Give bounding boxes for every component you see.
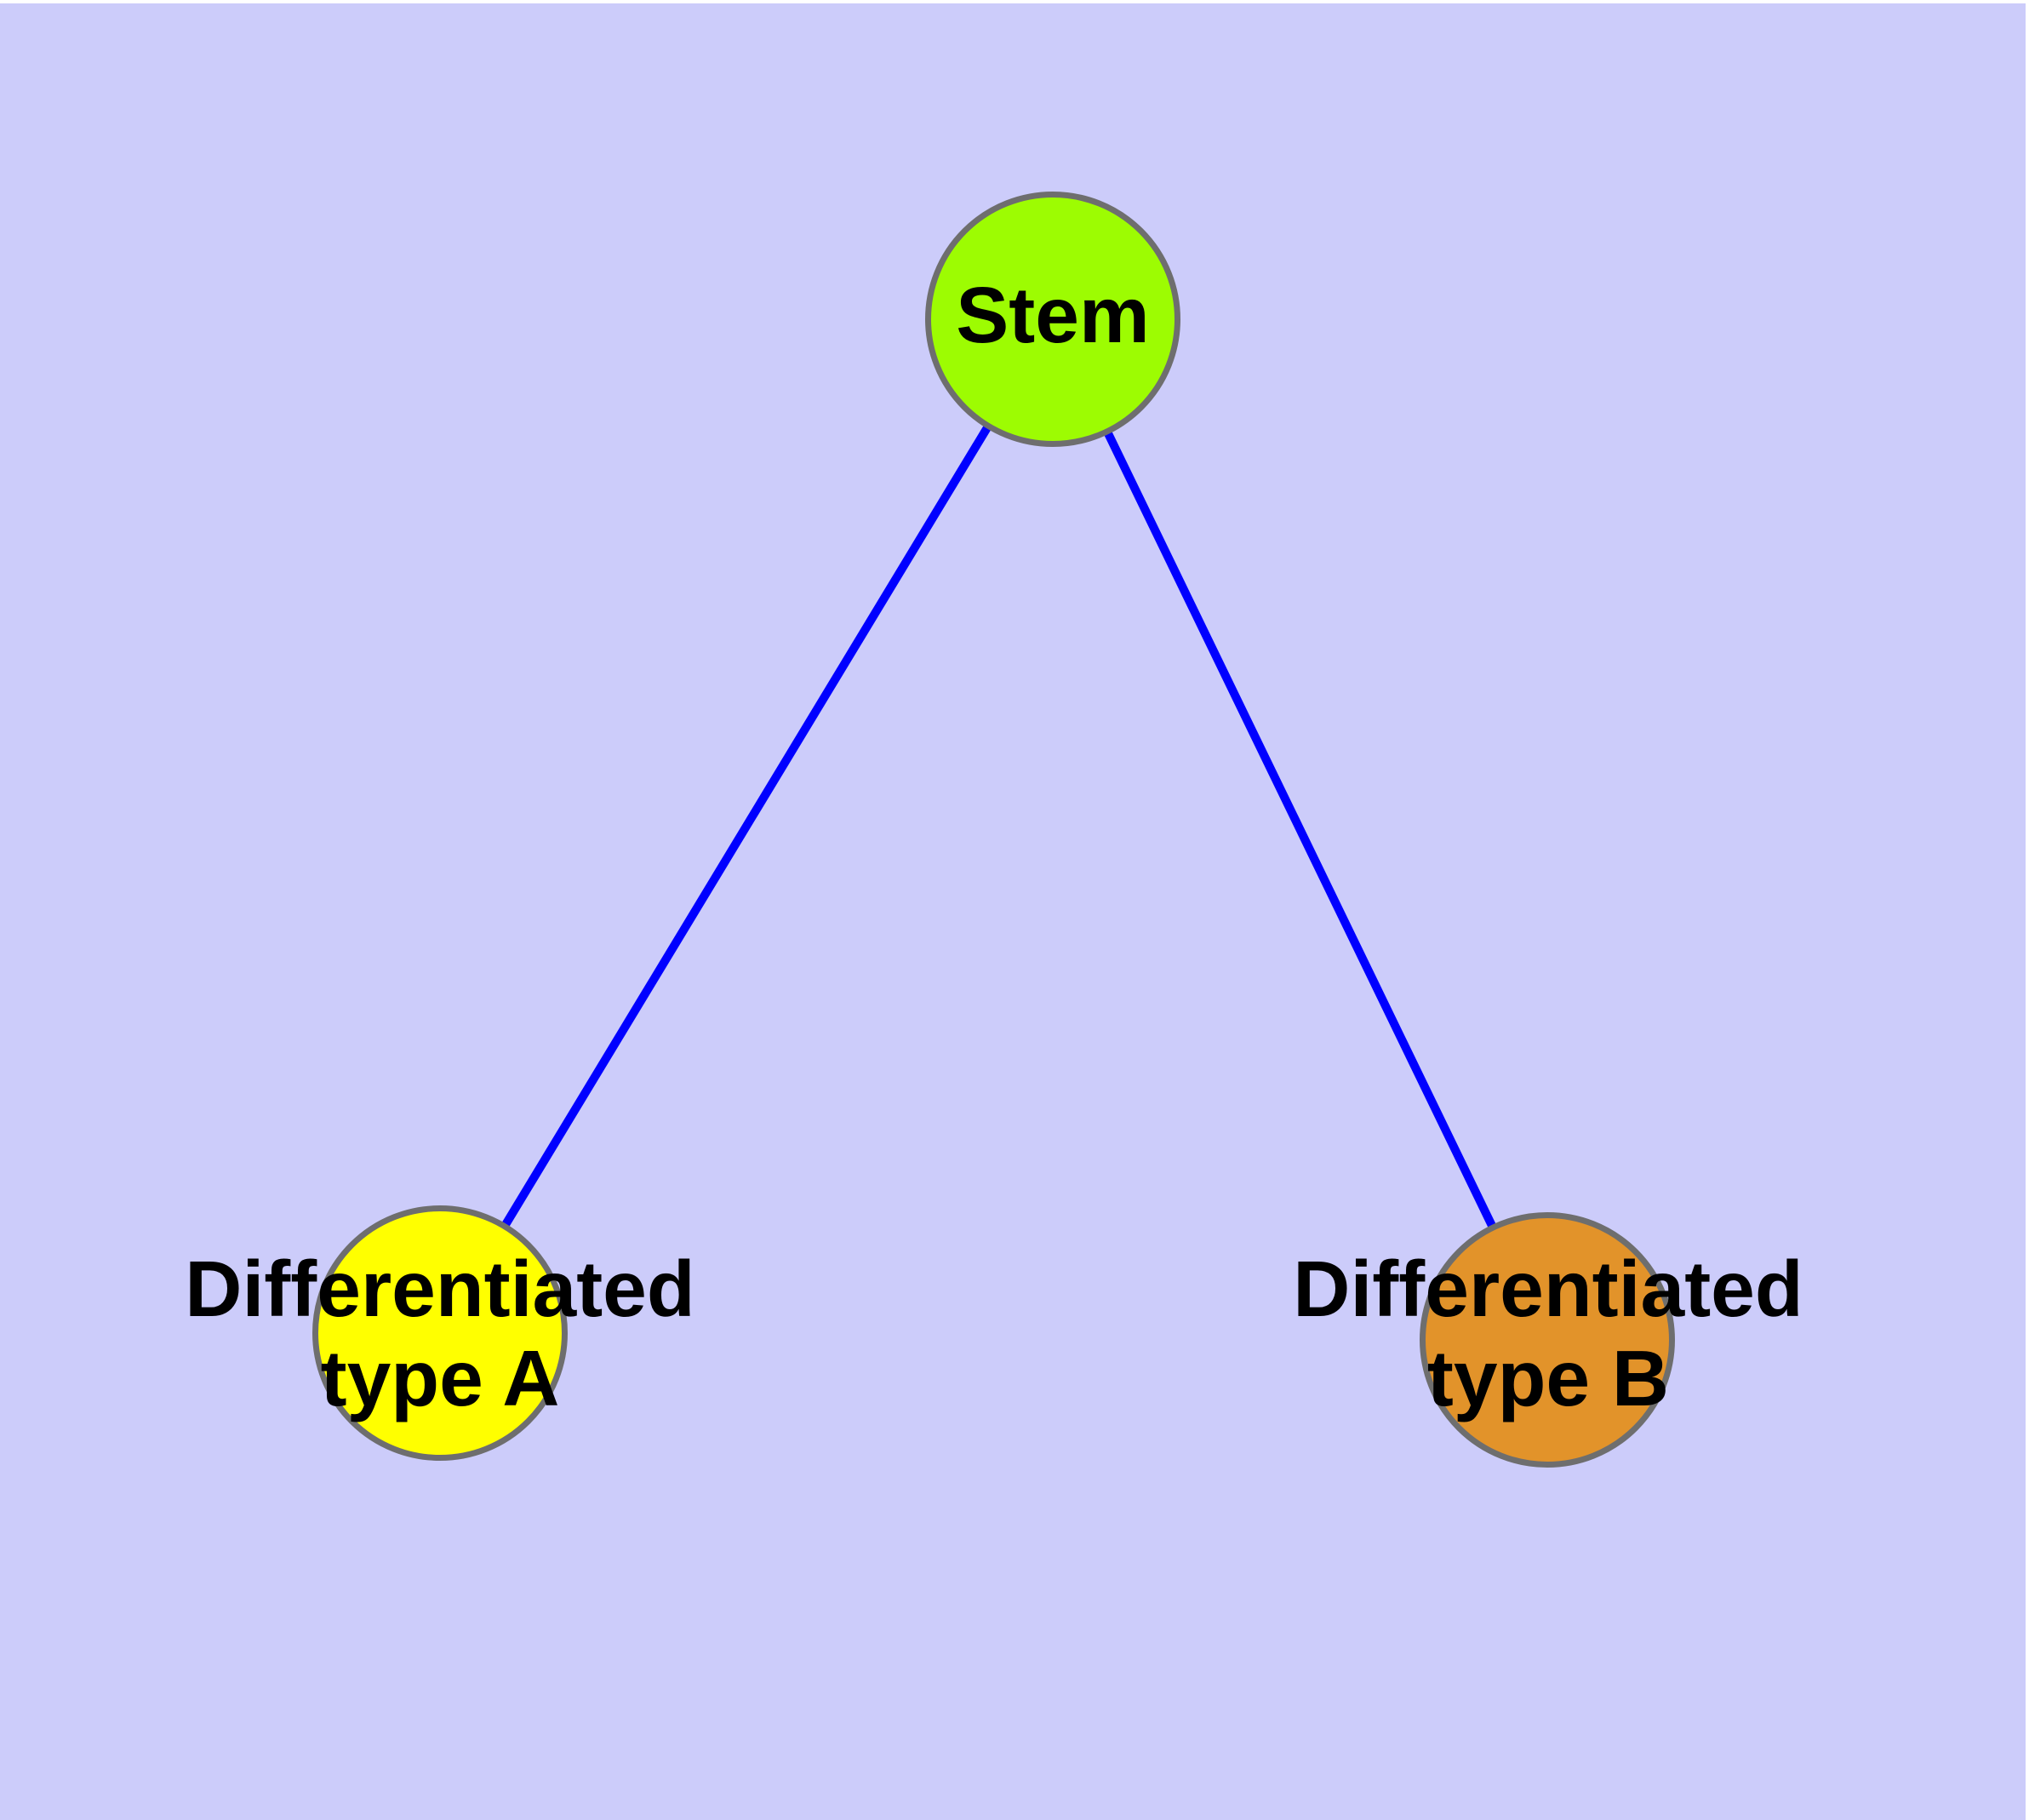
node-diff-b-circle[interactable] bbox=[1420, 1212, 1675, 1468]
edge-stem-to-diff-a[interactable] bbox=[436, 317, 1057, 1336]
node-stem-circle[interactable] bbox=[925, 192, 1180, 447]
edge-group bbox=[436, 317, 1552, 1342]
node-group bbox=[312, 192, 1675, 1468]
node-diff-a-circle[interactable] bbox=[312, 1205, 568, 1461]
edge-stem-to-diff-b[interactable] bbox=[1049, 317, 1552, 1342]
